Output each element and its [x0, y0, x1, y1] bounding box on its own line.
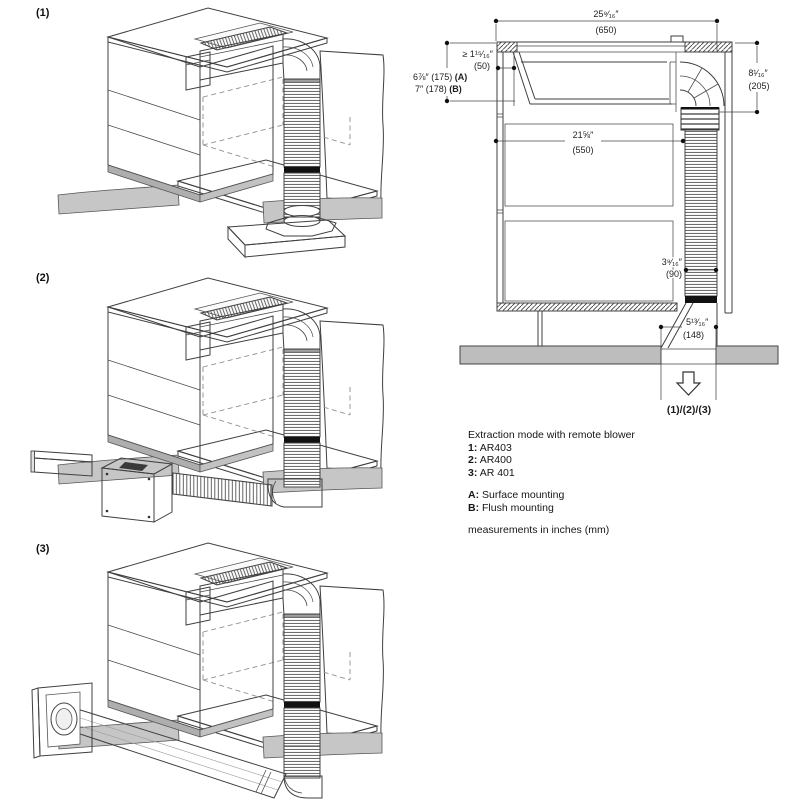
cross-section-drawing: 25⁹⁄₁₆″ (650) 6⅞″ (175) (A) 7″ (178) (B)… [412, 9, 779, 416]
horizontal-duct [172, 472, 323, 508]
dim-clearance-in: ≥ 1¹⁵⁄₁₆″ [462, 49, 493, 59]
notes-title: Extraction mode with remote blower [468, 429, 635, 441]
dim-depth-a: 6⅞″ (175) (A) [413, 72, 467, 82]
dim-duct-in: 3⁹⁄₁₆″ [662, 257, 683, 267]
figure-1-label: (1) [36, 7, 50, 19]
figure-2-isometric [30, 277, 385, 523]
notes-footer: measurements in inches (mm) [468, 524, 610, 536]
dimension-annotations: 25⁹⁄₁₆″ (650) 6⅞″ (175) (A) 7″ (178) (B)… [412, 9, 770, 416]
dim-duct-mm: (90) [666, 269, 682, 279]
dim-inner-mm: (550) [572, 145, 593, 155]
dim-top-width-mm: (650) [595, 25, 616, 35]
outlet-variants-label: (1)/(2)/(3) [667, 404, 711, 416]
flat-duct [30, 450, 93, 477]
floor-slab-left [459, 345, 662, 365]
dim-right-mm: (205) [748, 81, 769, 91]
note-item: 2: AR400 [468, 454, 512, 466]
dim-floor-in: 5¹³⁄₁₆″ [686, 317, 709, 327]
flow-down-arrow-icon [675, 371, 702, 396]
floor-slab-right [715, 345, 779, 365]
dim-depth-b: 7″ (178) (B) [415, 84, 462, 94]
cabinet-section [459, 35, 779, 365]
remote-blower-underfloor [226, 205, 347, 259]
figure-1-isometric [57, 7, 385, 259]
note-mount: A: Surface mounting [468, 489, 565, 501]
note-item: 1: AR403 [468, 441, 512, 454]
remote-blower-box [100, 457, 174, 523]
duct-elbow [679, 61, 725, 107]
dim-inner-in: 21⅝″ [573, 130, 595, 140]
note-item: 3: AR 401 [468, 466, 515, 479]
dim-right-in: 8¹⁄₁₆″ [748, 68, 768, 78]
figure-3-label: (3) [36, 543, 50, 555]
note-mount: B: Flush mounting [468, 501, 554, 514]
legend-notes: Extraction mode with remote blower 1: AR… [468, 429, 635, 537]
flex-duct-section [680, 107, 720, 303]
figure-3-isometric [31, 542, 385, 799]
dim-top-width-in: 25⁹⁄₁₆″ [593, 9, 619, 19]
figure-2-label: (2) [36, 272, 50, 284]
dim-clearance-mm: (50) [474, 61, 490, 71]
dim-floor-mm: (148) [683, 330, 704, 340]
wall-blower-plate [31, 682, 93, 759]
